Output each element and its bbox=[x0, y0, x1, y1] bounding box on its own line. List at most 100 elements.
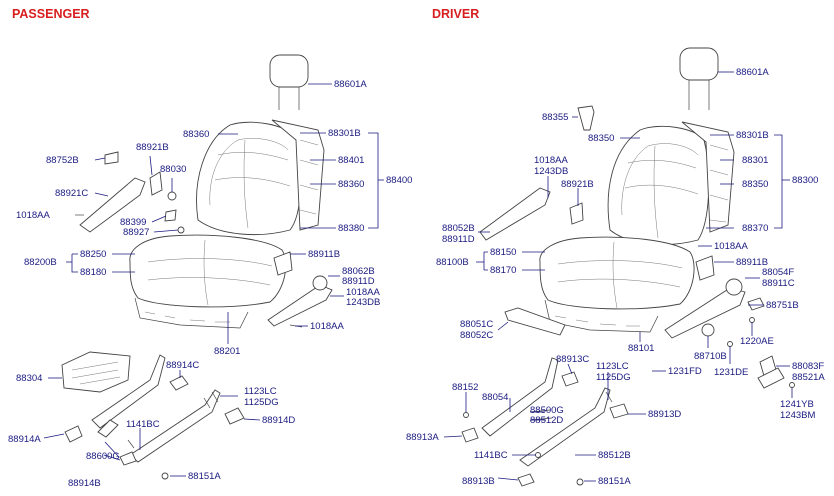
callout-88360-p-a: 88360 bbox=[183, 129, 209, 140]
callout-88914C-p: 88914C bbox=[166, 360, 199, 371]
callout-88751B-d: 88751B bbox=[766, 300, 799, 311]
callout-88913C-d: 88913C bbox=[556, 354, 589, 365]
callout-88083F-d: 88083F bbox=[792, 361, 824, 372]
callout-1141BC-p: 1141BC bbox=[126, 419, 160, 430]
callout-88913D-d: 88913D bbox=[648, 409, 681, 420]
callout-88710B-d: 88710B bbox=[694, 351, 727, 362]
callout-1018AA-d-a: 1018AA bbox=[534, 155, 568, 166]
callout-88601A-p: 88601A bbox=[334, 79, 367, 90]
callout-88521A-d: 88521A bbox=[792, 372, 825, 383]
callout-1018AA-p-a: 1018AA bbox=[16, 210, 50, 221]
driver-callouts: 88601A 88355 88350 88301B 88301 88350 88… bbox=[406, 67, 825, 487]
callout-88600G-p: 88600G bbox=[86, 451, 120, 462]
driver-header: DRIVER bbox=[432, 7, 479, 21]
passenger-rails-parts bbox=[61, 351, 245, 480]
callout-88355-d: 88355 bbox=[542, 112, 568, 123]
driver-cushion-part bbox=[539, 236, 695, 333]
callout-1018AA-p-c: 1018AA bbox=[310, 321, 344, 332]
callout-88911B-d: 88911B bbox=[736, 257, 768, 268]
callout-88200B-p: 88200B bbox=[24, 257, 57, 268]
callout-88512B-d: 88512B bbox=[598, 450, 631, 461]
callout-88911D-d: 88911D bbox=[442, 234, 475, 245]
callout-88350-d-a: 88350 bbox=[588, 133, 614, 144]
callout-88300-d: 88300 bbox=[792, 175, 818, 186]
callout-88400-p: 88400 bbox=[386, 175, 412, 186]
driver-back-frame-part bbox=[681, 121, 735, 233]
callout-1220AE-d: 1220AE bbox=[740, 336, 774, 347]
callout-88030-p: 88030 bbox=[160, 164, 186, 175]
callout-88601A-d: 88601A bbox=[736, 67, 769, 78]
callout-88151A-d: 88151A bbox=[598, 476, 631, 487]
callout-88914A-p: 88914A bbox=[8, 434, 41, 445]
callout-88401-p: 88401 bbox=[338, 155, 364, 166]
callout-88054F-d: 88054F bbox=[762, 267, 794, 278]
callout-1018AA-d-b: 1018AA bbox=[714, 241, 748, 252]
callout-88304-p: 88304 bbox=[16, 373, 42, 384]
leader-lines bbox=[43, 71, 793, 482]
callout-88152-d: 88152 bbox=[452, 382, 478, 393]
callout-88914B-p: 88914B bbox=[68, 478, 101, 489]
passenger-cushion-part bbox=[129, 234, 287, 329]
callout-88201-p: 88201 bbox=[214, 346, 240, 357]
passenger-recliner-parts bbox=[75, 151, 333, 328]
callout-1125DG-p: 1125DG bbox=[244, 397, 279, 408]
callout-1243DB-p: 1243DB bbox=[346, 297, 380, 308]
callout-1231FD-d: 1231FD bbox=[668, 366, 702, 377]
callout-88150-d: 88150 bbox=[490, 247, 516, 258]
callout-88911B-p: 88911B bbox=[308, 249, 340, 260]
passenger-callouts: 88601A 88360 88301B 88401 88360 88400 88… bbox=[8, 79, 412, 489]
callout-1243DB-d: 1243DB bbox=[534, 166, 568, 177]
driver-rails-parts bbox=[461, 357, 629, 487]
callout-88927-p: 88927 bbox=[123, 227, 149, 238]
passenger-headrest-part bbox=[269, 54, 309, 110]
callout-88054-d: 88054 bbox=[482, 392, 508, 403]
callout-88380-p: 88380 bbox=[338, 223, 364, 234]
callout-88301B-p: 88301B bbox=[328, 128, 361, 139]
driver-parts bbox=[461, 47, 795, 487]
callout-88913A-d: 88913A bbox=[406, 432, 439, 443]
driver-side-parts bbox=[479, 105, 795, 389]
passenger-header: PASSENGER bbox=[12, 7, 90, 21]
callout-1123LC-p: 1123LC bbox=[244, 386, 277, 397]
callout-88350-d-b: 88350 bbox=[742, 179, 768, 190]
callout-88911C-d: 88911C bbox=[762, 278, 795, 289]
callout-1123LC-d: 1123LC bbox=[596, 361, 629, 372]
callout-88370-d: 88370 bbox=[742, 223, 768, 234]
callout-88512D-d: 88512D bbox=[530, 415, 563, 426]
callout-88100B-d: 88100B bbox=[436, 257, 469, 268]
callout-1243BM-d: 1243BM bbox=[780, 410, 815, 421]
callout-88151A-p: 88151A bbox=[188, 471, 221, 482]
callout-88500G-d: 88500G bbox=[530, 405, 564, 416]
callout-88360-p-b: 88360 bbox=[338, 179, 364, 190]
callout-88914D-p: 88914D bbox=[262, 415, 295, 426]
callout-1141BC-d: 1141BC bbox=[474, 450, 508, 461]
callout-88170-d: 88170 bbox=[490, 265, 516, 276]
callout-88101-d: 88101 bbox=[628, 343, 654, 354]
callout-88913B-d: 88913B bbox=[462, 476, 495, 487]
callout-88301-d: 88301 bbox=[742, 155, 768, 166]
callout-88301B-d: 88301B bbox=[736, 130, 769, 141]
passenger-seatback-part bbox=[196, 121, 302, 235]
driver-headrest-part bbox=[679, 47, 719, 110]
driver-seatback-part bbox=[607, 125, 710, 245]
callout-88921C-p: 88921C bbox=[55, 188, 88, 199]
callout-88250-p: 88250 bbox=[80, 249, 106, 260]
callout-1241YB-d: 1241YB bbox=[780, 399, 814, 410]
callout-88062B-p: 88062B bbox=[342, 266, 375, 277]
callout-88921B-d: 88921B bbox=[561, 179, 594, 190]
passenger-back-frame-part bbox=[271, 119, 325, 231]
passenger-parts bbox=[61, 54, 333, 480]
callout-88911D-p: 88911D bbox=[342, 276, 375, 287]
callout-88052B-d: 88052B bbox=[442, 223, 475, 234]
callout-1018AA-p-b: 1018AA bbox=[346, 287, 380, 298]
callout-88051C-d: 88051C bbox=[460, 319, 493, 330]
callout-88399-p: 88399 bbox=[120, 217, 146, 228]
callout-88752B-p: 88752B bbox=[46, 155, 79, 166]
callout-88921B-p: 88921B bbox=[136, 142, 169, 153]
callout-1231DE-d: 1231DE bbox=[714, 367, 748, 378]
callout-88180-p: 88180 bbox=[80, 267, 106, 278]
callout-1125DG-d: 1125DG bbox=[596, 372, 631, 383]
callout-88052C-d: 88052C bbox=[460, 330, 493, 341]
